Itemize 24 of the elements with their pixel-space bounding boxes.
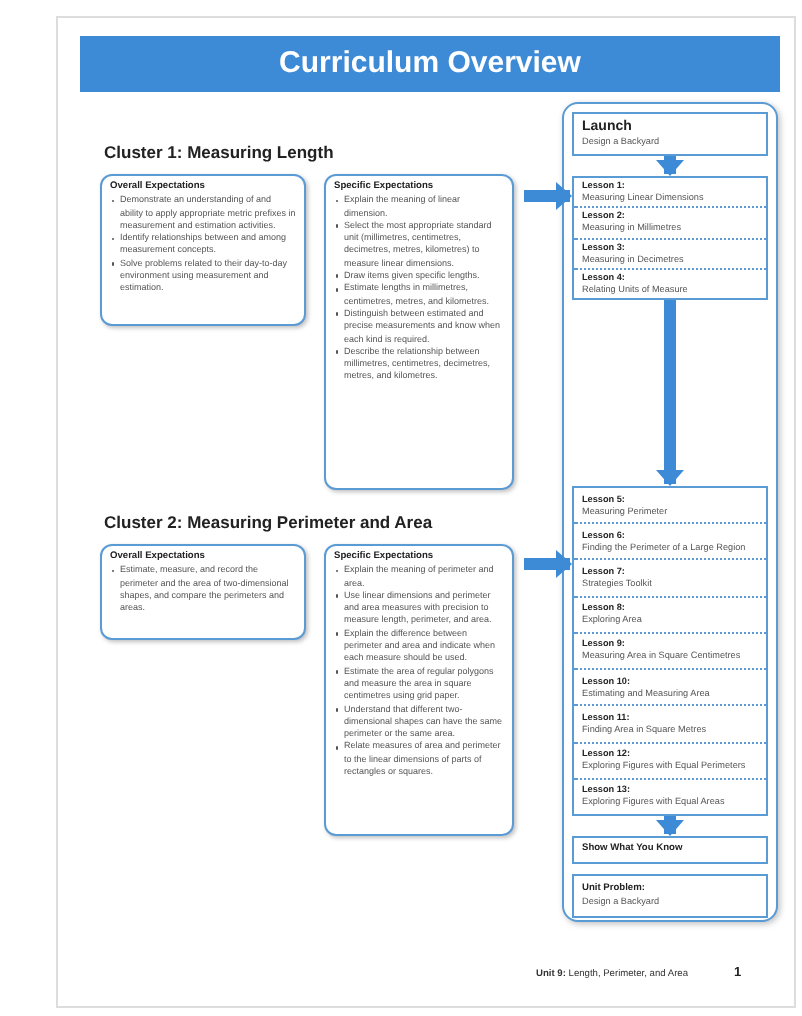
launch-box — [572, 112, 768, 156]
title-banner: Curriculum Overview — [80, 36, 780, 92]
cluster-heading: Cluster 2: Measuring Perimeter and Area — [104, 510, 433, 536]
unit-problem-box — [572, 874, 768, 918]
arrow — [656, 156, 684, 176]
review-box — [572, 836, 768, 864]
lesson-row — [574, 743, 766, 780]
lesson-row — [574, 208, 766, 239]
lesson-row — [574, 178, 766, 209]
arrow — [656, 300, 684, 486]
lesson-row — [574, 597, 766, 634]
lesson-row — [574, 239, 766, 270]
expectations-card — [324, 544, 514, 836]
expectations-card — [100, 174, 306, 326]
arrow — [524, 182, 572, 210]
expectations-card — [324, 174, 514, 490]
arrow — [524, 550, 572, 578]
arrow — [656, 816, 684, 836]
cluster-heading: Cluster 1: Measuring Length — [104, 140, 334, 166]
expectations-card — [100, 544, 306, 640]
group-box — [572, 486, 768, 816]
lesson-row — [574, 633, 766, 671]
group-box — [572, 176, 768, 300]
unit-column-panel — [562, 102, 778, 922]
